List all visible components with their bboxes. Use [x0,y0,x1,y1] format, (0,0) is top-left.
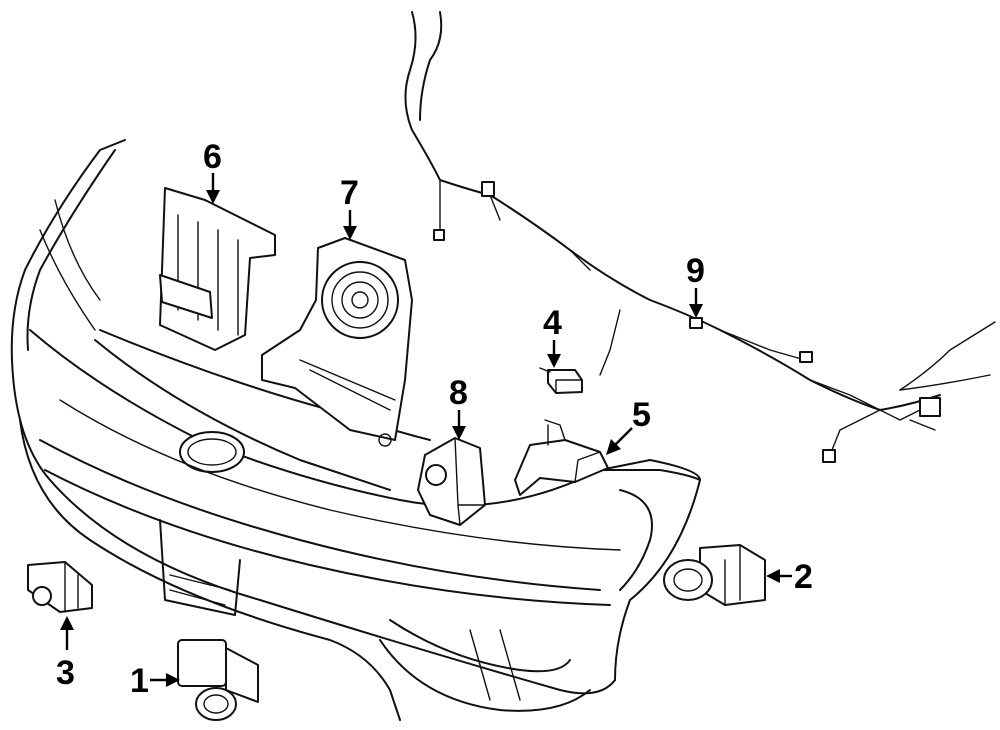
callout-9: 9 [686,252,705,318]
callout-9-label: 9 [686,252,705,290]
part-1-parking-sensor [177,639,259,721]
callout-7-label: 7 [340,174,359,212]
part-2-parking-sensor [663,544,766,606]
callout-4: 4 [543,304,562,368]
part-8-actuator [417,437,486,526]
callout-2-label: 2 [794,558,813,596]
callout-3-label: 3 [56,654,75,692]
callout-6: 6 [203,138,222,204]
callout-5: 5 [606,396,651,455]
callout-5-label: 5 [632,396,651,434]
callout-4-label: 4 [543,304,562,342]
callout-8-label: 8 [449,374,468,412]
bumper-cover [10,139,701,721]
callout-1: 1 [130,662,180,700]
callout-1-label: 1 [130,662,149,700]
part-6-radar-bracket [159,187,276,351]
part-5-bracket-module [514,419,609,496]
callout-3: 3 [56,616,75,692]
part-3-sensor-holder [27,561,93,613]
part-7-control-unit-fan [261,237,413,447]
callout-8: 8 [449,374,468,440]
callout-7: 7 [340,174,359,240]
part-9-wiring-harness [404,11,996,463]
part-4-sensor-connector [539,367,583,394]
callout-2: 2 [766,558,813,596]
callout-6-label: 6 [203,138,222,176]
